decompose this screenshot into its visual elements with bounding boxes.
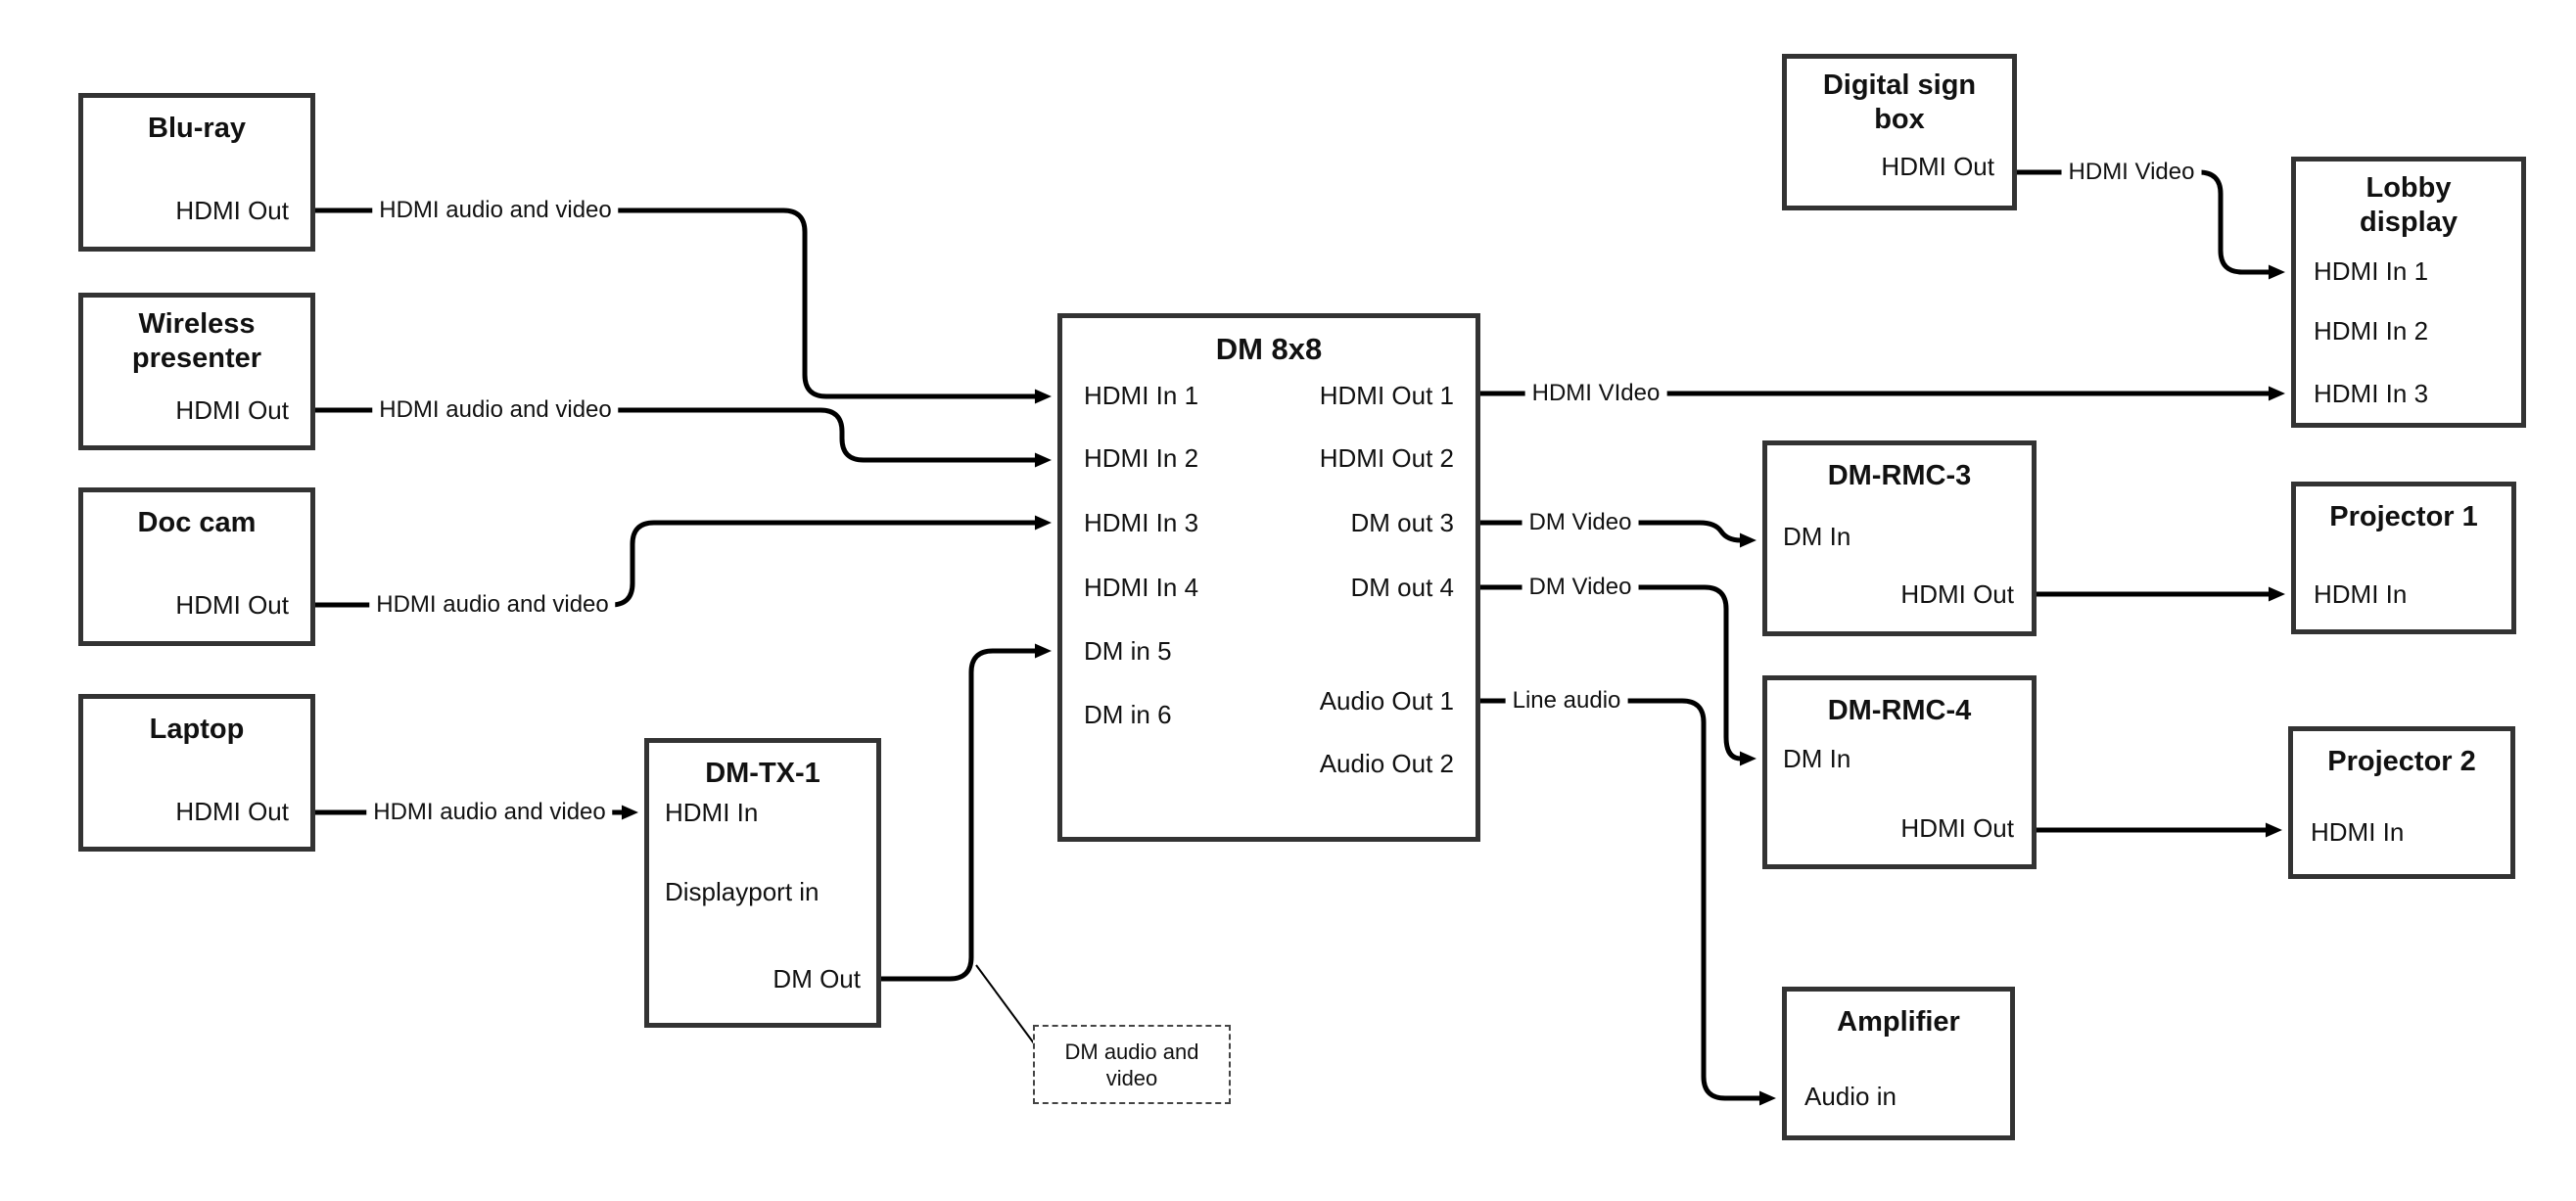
node-dm-tx-1: DM-TX-1 HDMI In Displayport in DM Out bbox=[644, 738, 881, 1028]
port-dm8x8-hdmi-in-2: HDMI In 2 bbox=[1084, 443, 1199, 473]
node-amp-title: Amplifier bbox=[1837, 1006, 1960, 1038]
port-lobby-hdmi-in-2: HDMI In 2 bbox=[2314, 316, 2429, 346]
port-rmc3-dm-in: DM In bbox=[1783, 522, 1851, 551]
port-laptop-hdmi-out: HDMI Out bbox=[175, 797, 289, 826]
port-dm8x8-hdmi-in-3: HDMI In 3 bbox=[1084, 508, 1199, 537]
node-doc-cam: Doc cam HDMI Out bbox=[78, 487, 315, 646]
callout-dm-audio-and-video: DM audio and video bbox=[1033, 1025, 1231, 1104]
node-dm-rmc-4: DM-RMC-4 DM In HDMI Out bbox=[1762, 675, 2037, 869]
edge-doccam-to-dm8x8-in3 bbox=[315, 515, 1052, 608]
edge-label-line-audio: Line audio bbox=[1505, 687, 1628, 715]
edge-label-laptop-hdmi-av: HDMI audio and video bbox=[366, 799, 613, 826]
node-dmtx1-title: DM-TX-1 bbox=[705, 758, 820, 789]
node-dm8x8-title: DM 8x8 bbox=[1215, 332, 1323, 366]
node-dm8x8: DM 8x8 HDMI In 1 HDMI In 2 HDMI In 3 HDM… bbox=[1057, 313, 1480, 842]
node-proj2-title: Projector 2 bbox=[2327, 746, 2476, 777]
node-doccam-title: Doc cam bbox=[137, 507, 257, 538]
node-rmc3-title: DM-RMC-3 bbox=[1827, 460, 1972, 491]
node-lobby-display: Lobby display HDMI In 1 HDMI In 2 HDMI I… bbox=[2291, 157, 2526, 428]
port-dm8x8-hdmi-out-1: HDMI Out 1 bbox=[1319, 381, 1454, 410]
edge-dm8x8-out4-to-rmc4-dmin bbox=[1480, 584, 1756, 766]
port-dm8x8-hdmi-in-1: HDMI In 1 bbox=[1084, 381, 1199, 410]
node-laptop: Laptop HDMI Out bbox=[78, 694, 315, 852]
port-digitalsign-hdmi-out: HDMI Out bbox=[1881, 152, 1994, 181]
edge-label-doccam-hdmi-av: HDMI audio and video bbox=[369, 591, 616, 619]
port-rmc4-hdmi-out: HDMI Out bbox=[1900, 813, 2014, 843]
node-laptop-title: Laptop bbox=[149, 714, 245, 745]
node-lobby-title: Lobby display bbox=[2360, 172, 2458, 238]
port-dmtx1-displayport-in: Displayport in bbox=[665, 877, 820, 906]
node-wireless-title: Wireless presenter bbox=[131, 308, 262, 374]
node-rmc4-title: DM-RMC-4 bbox=[1827, 695, 1972, 726]
edge-dm8x8-aout1-to-amp bbox=[1480, 698, 1776, 1106]
node-digital-sign-box: Digital sign box HDMI Out bbox=[1782, 54, 2017, 210]
node-digitalsign-title: Digital sign box bbox=[1822, 69, 1977, 135]
port-dm8x8-audio-out-2: Audio Out 2 bbox=[1319, 749, 1454, 778]
edge-label-hdmi-video-out1: HDMI VIdeo bbox=[1524, 380, 1667, 407]
edge-dmtx1-dmout-to-dm8x8-in5 bbox=[881, 643, 1052, 982]
port-rmc4-dm-in: DM In bbox=[1783, 744, 1851, 773]
port-dm8x8-audio-out-1: Audio Out 1 bbox=[1319, 686, 1454, 716]
port-amp-audio-in: Audio in bbox=[1804, 1082, 1897, 1111]
node-dm-rmc-3: DM-RMC-3 DM In HDMI Out bbox=[1762, 440, 2037, 636]
edge-label-dm-video-out3: DM Video bbox=[1522, 509, 1639, 536]
port-bluray-hdmi-out: HDMI Out bbox=[175, 196, 289, 225]
node-proj1-title: Projector 1 bbox=[2329, 501, 2478, 532]
port-dm8x8-dm-in-6: DM in 6 bbox=[1084, 700, 1172, 729]
edge-label-bluray-hdmi-av: HDMI audio and video bbox=[372, 197, 619, 224]
edge-label-wireless-hdmi-av: HDMI audio and video bbox=[372, 396, 619, 424]
port-dmtx1-dm-out: DM Out bbox=[773, 964, 861, 993]
port-dm8x8-dm-in-5: DM in 5 bbox=[1084, 636, 1172, 666]
callout-leader-line bbox=[975, 964, 1035, 1044]
port-dmtx1-hdmi-in: HDMI In bbox=[665, 798, 759, 827]
edge-wireless-to-dm8x8-in2 bbox=[315, 407, 1052, 468]
node-amplifier: Amplifier Audio in bbox=[1782, 987, 2015, 1140]
edge-label-hdmi-video-digitalsign: HDMI Video bbox=[2061, 159, 2202, 186]
port-dm8x8-hdmi-out-2: HDMI Out 2 bbox=[1319, 443, 1454, 473]
port-doccam-hdmi-out: HDMI Out bbox=[175, 590, 289, 620]
port-lobby-hdmi-in-3: HDMI In 3 bbox=[2314, 379, 2429, 408]
node-projector-2: Projector 2 HDMI In bbox=[2288, 726, 2515, 879]
port-lobby-hdmi-in-1: HDMI In 1 bbox=[2314, 256, 2429, 286]
port-dm8x8-hdmi-in-4: HDMI In 4 bbox=[1084, 573, 1199, 602]
edge-bluray-to-dm8x8-in1 bbox=[315, 208, 1052, 404]
node-projector-1: Projector 1 HDMI In bbox=[2291, 482, 2516, 634]
edge-digitalsign-to-lobby-in1 bbox=[2017, 169, 2285, 280]
port-proj2-hdmi-in: HDMI In bbox=[2311, 817, 2405, 847]
node-wireless-presenter: Wireless presenter HDMI Out bbox=[78, 293, 315, 450]
port-wireless-hdmi-out: HDMI Out bbox=[175, 395, 289, 425]
port-dm8x8-dm-out-3: DM out 3 bbox=[1350, 508, 1455, 537]
node-bluray: Blu-ray HDMI Out bbox=[78, 93, 315, 252]
port-proj1-hdmi-in: HDMI In bbox=[2314, 579, 2408, 609]
port-dm8x8-dm-out-4: DM out 4 bbox=[1350, 573, 1455, 602]
edge-label-dm-video-out4: DM Video bbox=[1522, 574, 1639, 601]
edge-dm8x8-out3-to-rmc3-dmin bbox=[1480, 520, 1756, 548]
port-rmc3-hdmi-out: HDMI Out bbox=[1900, 579, 2014, 609]
node-bluray-title: Blu-ray bbox=[148, 113, 246, 144]
